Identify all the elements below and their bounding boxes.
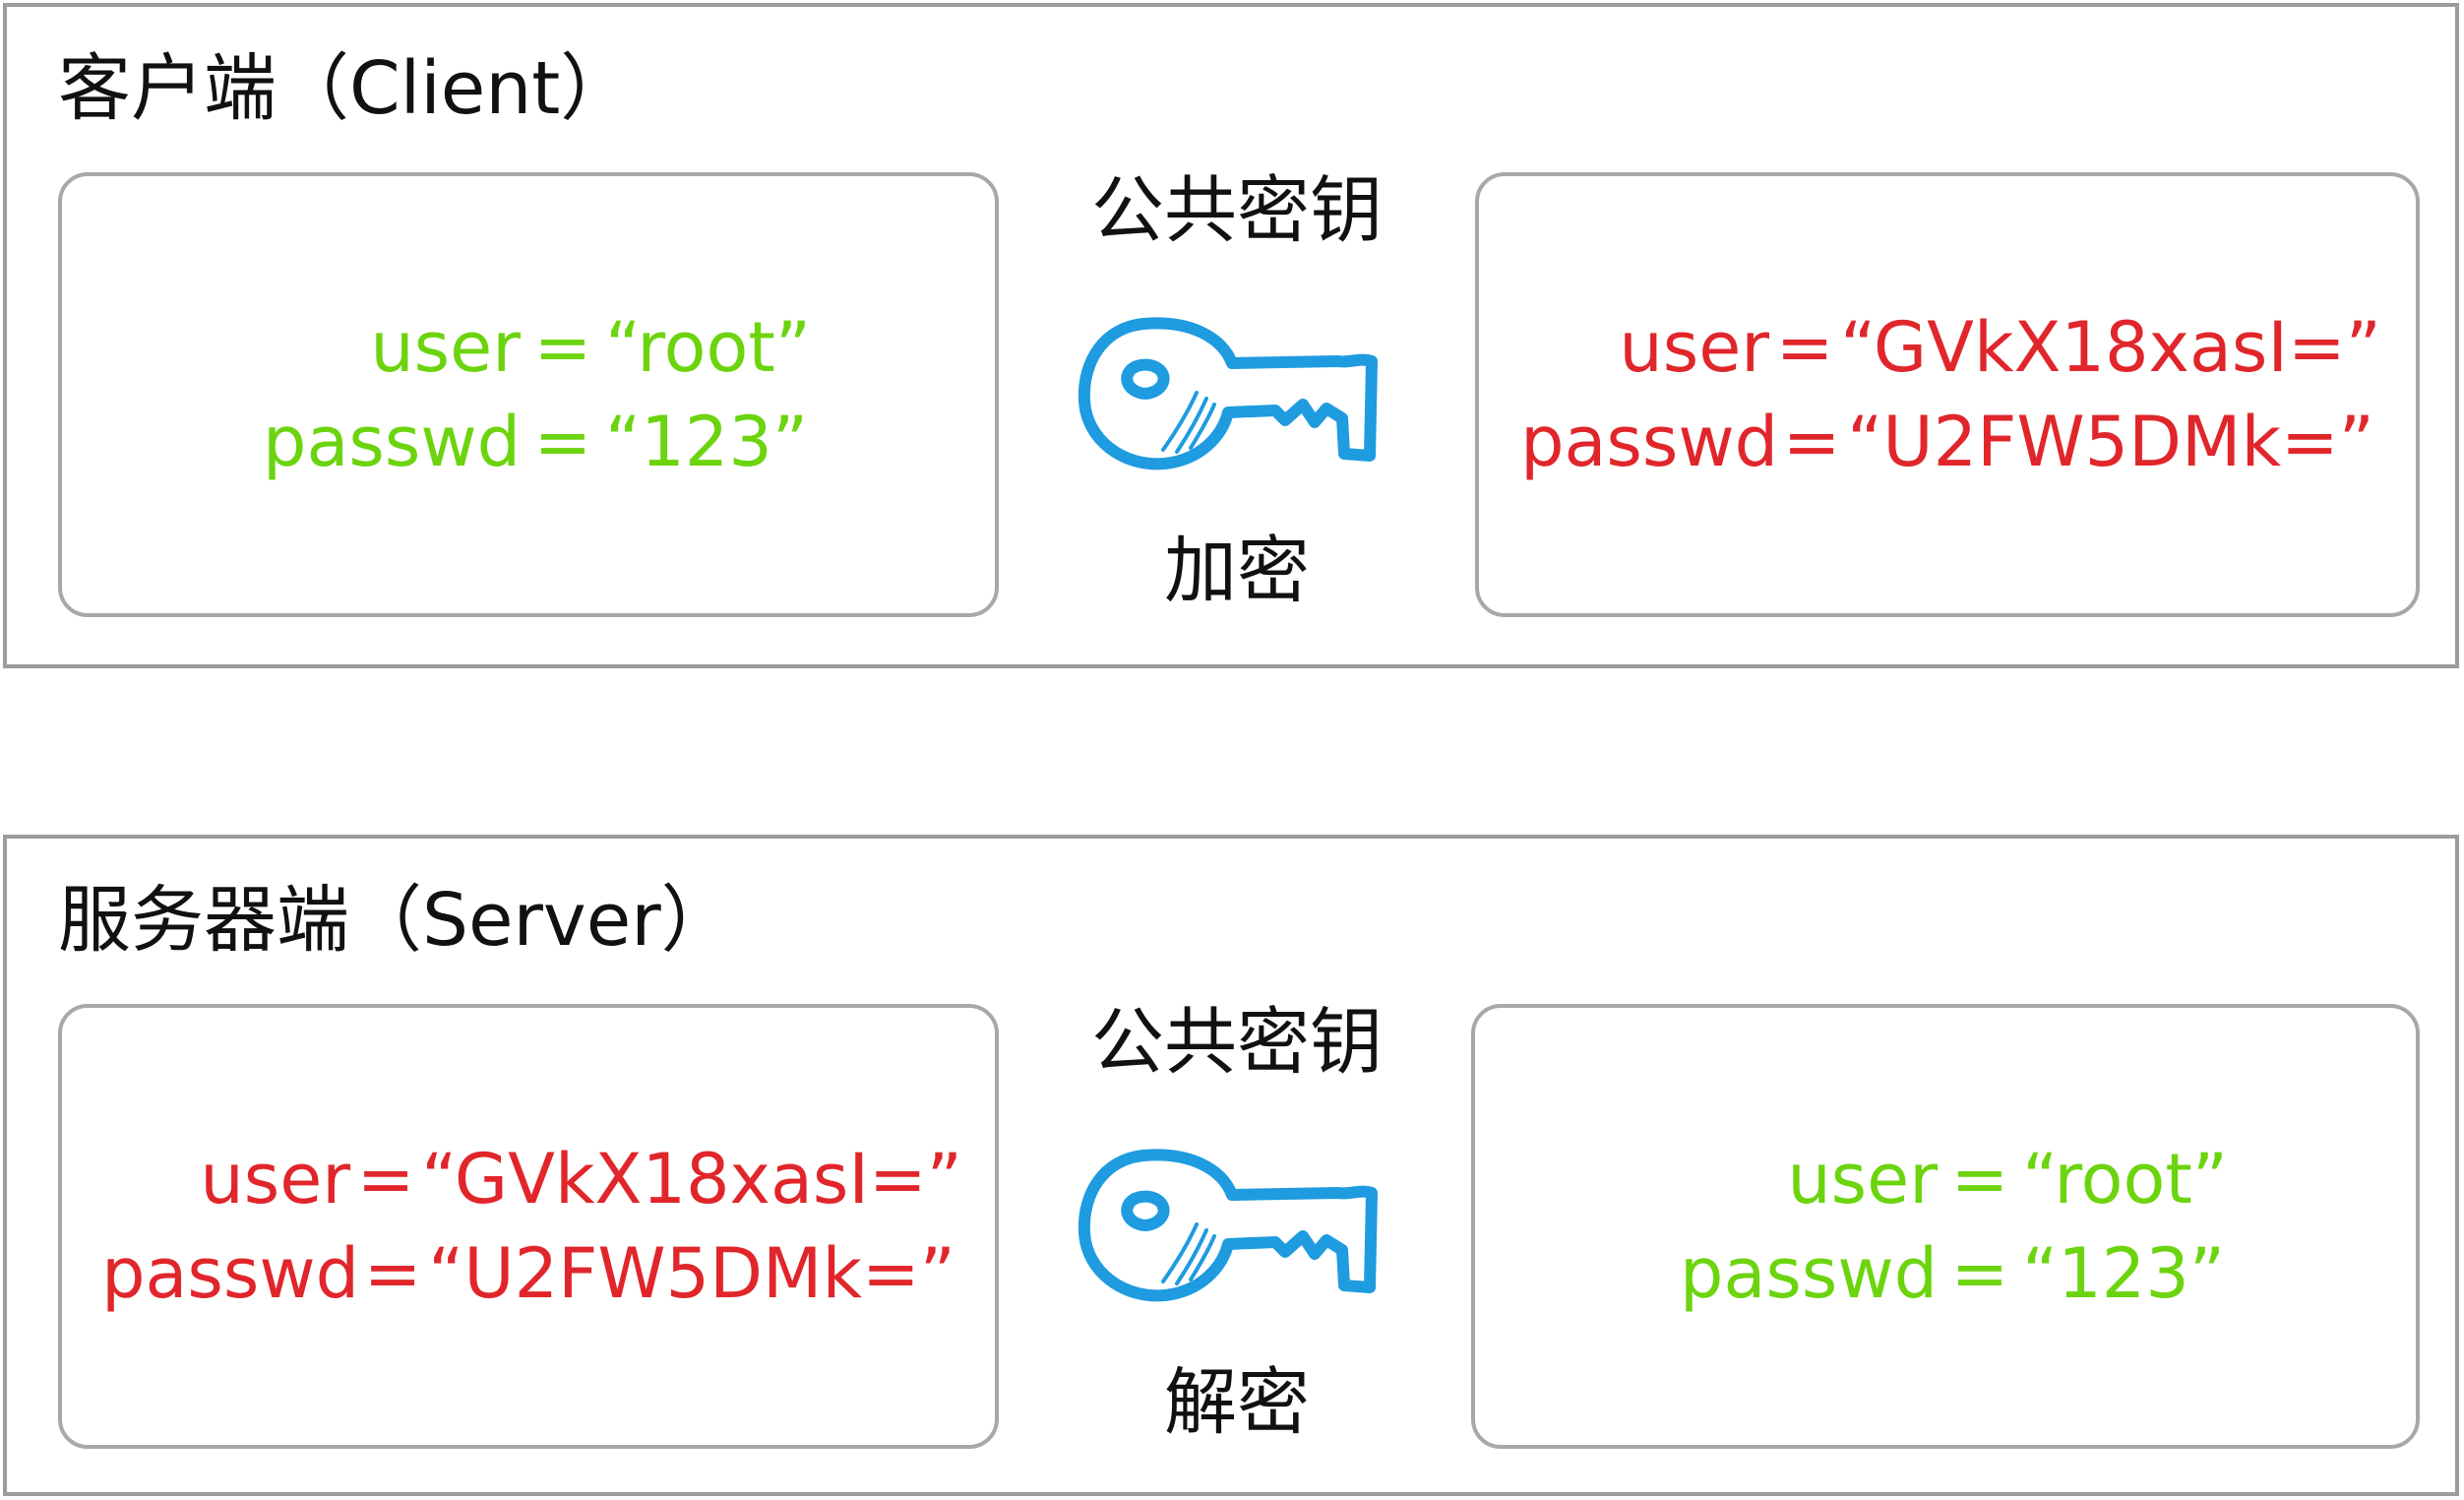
public-key-label: 公共密钥 bbox=[1091, 168, 1383, 253]
key-icon bbox=[1078, 317, 1378, 470]
cred-value-passwd: “123” bbox=[2022, 1233, 2226, 1314]
public-key-label: 公共密钥 bbox=[1091, 1000, 1383, 1085]
cred-key-passwd: passwd bbox=[101, 1233, 360, 1314]
server-title: 服务器端（Server） bbox=[58, 878, 734, 963]
server-ciphertext-box: user = “GVkX18xasI=” passwd = “U2FW5DMk=… bbox=[58, 1004, 999, 1449]
cred-value-passwd: “U2FW5DMk=” bbox=[428, 1233, 955, 1314]
cred-equals: = bbox=[533, 307, 592, 388]
cred-key-user: user bbox=[370, 307, 521, 388]
cred-row-passwd: passwd = “U2FW5DMk=” bbox=[1520, 395, 2374, 489]
cred-row-user: user = “GVkX18xasI=” bbox=[94, 1132, 962, 1226]
server-ciphertext-credentials: user = “GVkX18xasI=” passwd = “U2FW5DMk=… bbox=[62, 1008, 995, 1445]
cred-value-user: “GVkX18xasI=” bbox=[1840, 307, 2381, 388]
cred-key-user: user bbox=[1787, 1139, 1938, 1219]
client-title: 客户端（Client） bbox=[58, 46, 634, 131]
decrypt-label: 解密 bbox=[1164, 1360, 1310, 1445]
cred-key-passwd: passwd bbox=[263, 402, 521, 482]
cred-equals: = bbox=[1950, 1233, 2009, 1314]
key-icon bbox=[1078, 1149, 1378, 1302]
cred-value-user: “root” bbox=[605, 307, 812, 388]
cred-equals: = bbox=[1782, 402, 1841, 482]
server-plaintext-box: user = “root” passwd = “123” bbox=[1471, 1004, 2420, 1449]
client-ciphertext-credentials: user = “GVkX18xasI=” passwd = “U2FW5DMk=… bbox=[1479, 176, 2416, 613]
cred-value-user: “GVkX18xasI=” bbox=[421, 1139, 962, 1219]
cred-value-passwd: “U2FW5DMk=” bbox=[1847, 402, 2374, 482]
encrypt-label: 加密 bbox=[1164, 529, 1310, 613]
cred-row-passwd: passwd = “123” bbox=[1642, 1226, 2248, 1321]
cred-key-passwd: passwd bbox=[1520, 402, 1779, 482]
cred-row-user: user = “root” bbox=[225, 300, 832, 395]
cred-row-user: user = “GVkX18xasI=” bbox=[1513, 300, 2381, 395]
client-panel: 客户端（Client） user = “root” passwd = “123”… bbox=[3, 3, 2459, 668]
client-key-group: 公共密钥 加密 bbox=[1030, 164, 1444, 627]
client-ciphertext-box: user = “GVkX18xasI=” passwd = “U2FW5DMk=… bbox=[1475, 172, 2420, 617]
cred-value-user: “root” bbox=[2022, 1139, 2229, 1219]
cred-row-passwd: passwd = “U2FW5DMk=” bbox=[101, 1226, 955, 1321]
cred-equals: = bbox=[1950, 1139, 2009, 1219]
cred-row-passwd: passwd = “123” bbox=[225, 395, 832, 489]
cred-equals: = bbox=[363, 1233, 422, 1314]
cred-equals: = bbox=[356, 1139, 415, 1219]
server-key-group: 公共密钥 解密 bbox=[1030, 996, 1444, 1459]
cred-equals: = bbox=[533, 402, 592, 482]
cred-value-passwd: “123” bbox=[605, 402, 809, 482]
cred-equals: = bbox=[1775, 307, 1834, 388]
client-plaintext-credentials: user = “root” passwd = “123” bbox=[62, 176, 995, 613]
server-panel: 服务器端（Server） user = “GVkX18xasI=” passwd… bbox=[3, 835, 2459, 1496]
cred-key-user: user bbox=[200, 1139, 351, 1219]
client-plaintext-box: user = “root” passwd = “123” bbox=[58, 172, 999, 617]
cred-row-user: user = “root” bbox=[1642, 1132, 2248, 1226]
cred-key-passwd: passwd bbox=[1680, 1233, 1938, 1314]
server-plaintext-credentials: user = “root” passwd = “123” bbox=[1475, 1008, 2416, 1445]
cred-key-user: user bbox=[1619, 307, 1770, 388]
